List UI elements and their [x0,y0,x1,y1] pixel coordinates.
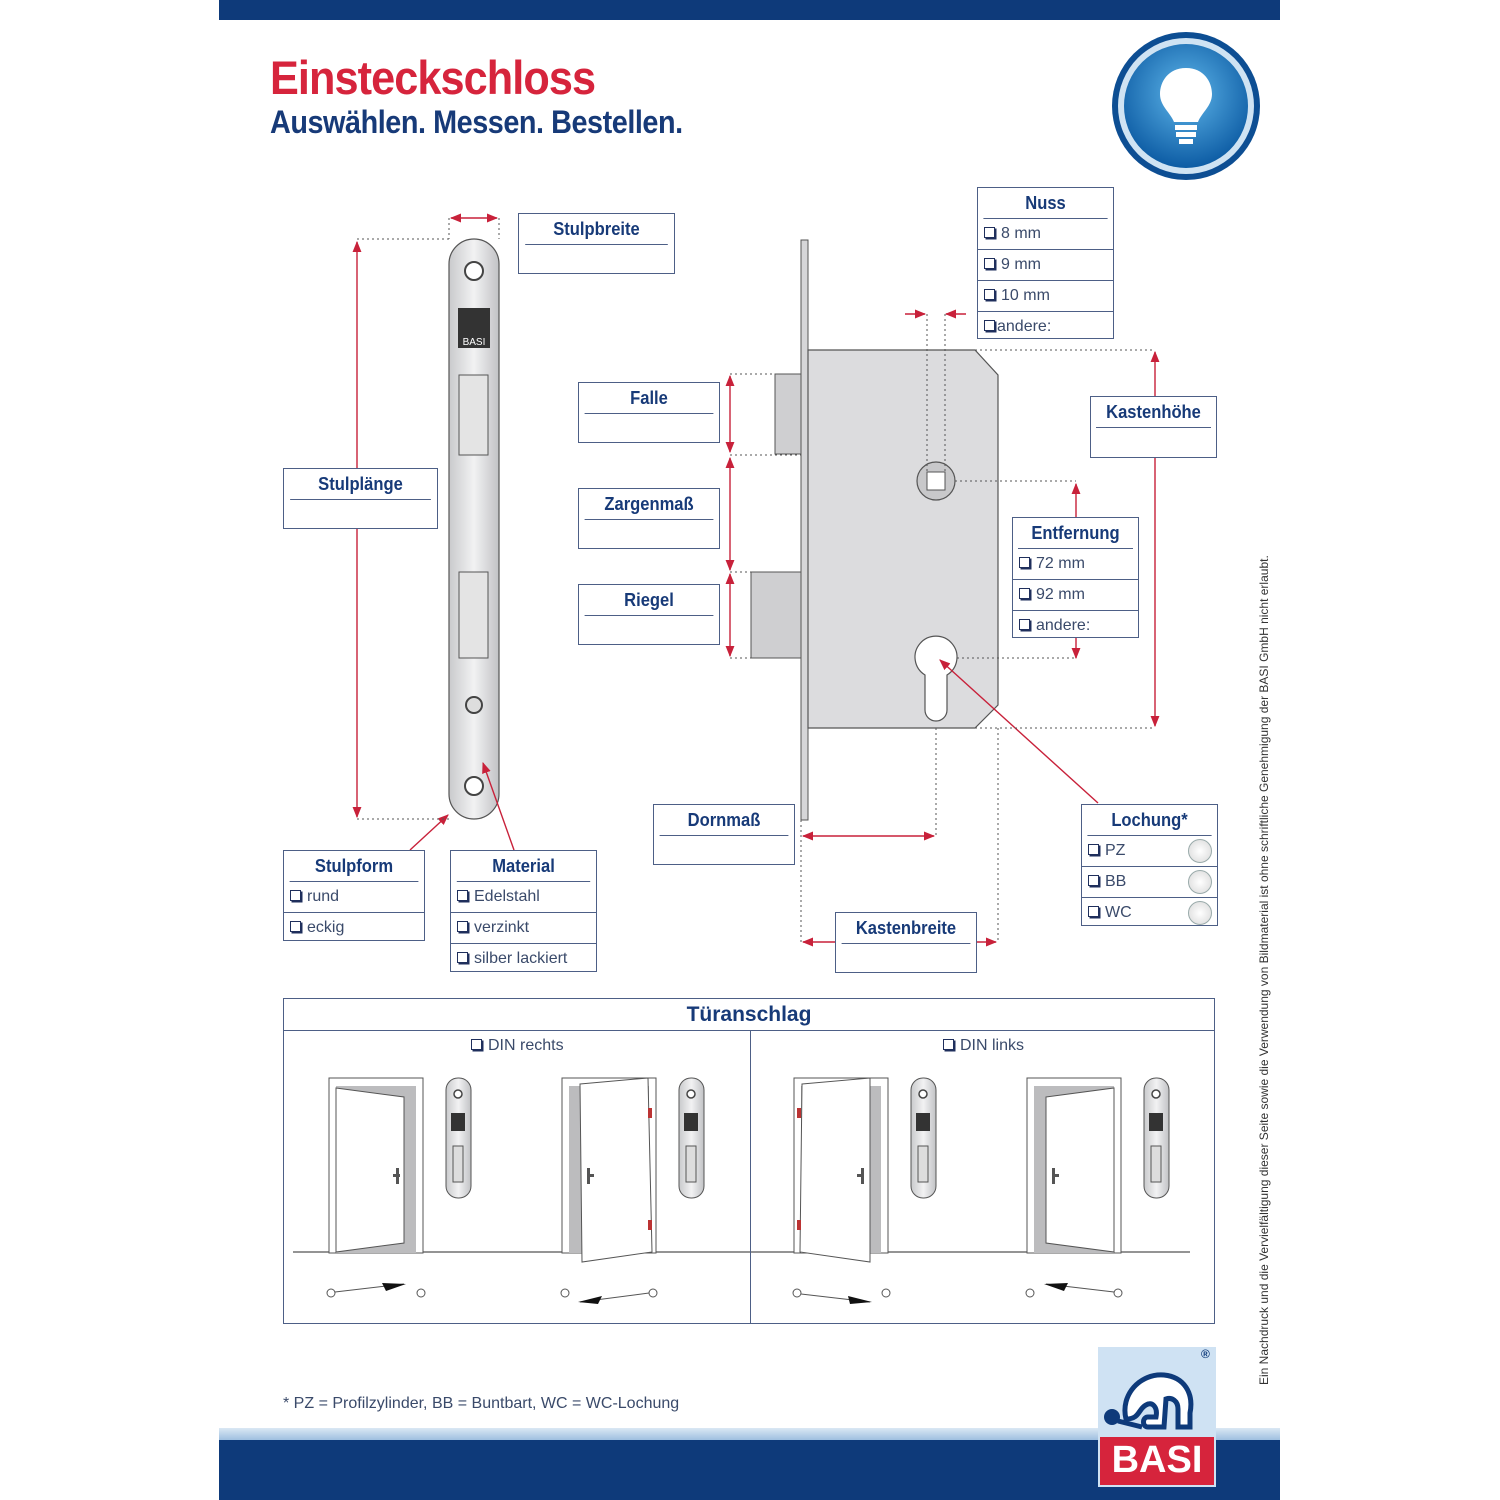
checkbox-icon[interactable] [471,1039,482,1051]
nuss-option[interactable]: 10 mm [978,281,1113,312]
top-bar [219,0,1280,20]
riegel-input[interactable] [579,616,719,646]
stulplaenge-input[interactable] [284,500,437,530]
footnote: * PZ = Profilzylinder, BB = Buntbart, WC… [283,1395,680,1412]
checkbox-icon[interactable] [1088,875,1099,887]
page-title: Einsteckschloss [270,51,596,104]
kastenhoehe-box: Kastenhöhe [1090,396,1217,458]
stulpform-option[interactable]: rund [284,882,424,913]
stulpform-option[interactable]: eckig [284,913,424,943]
stulplaenge-label: Stulplänge [290,469,431,500]
checkbox-icon[interactable] [457,921,468,933]
tueranschlag-panel: Türanschlag [283,998,1215,1324]
bottom-stripe [219,1428,1280,1440]
brand-name: BASI [1111,1439,1203,1481]
zargenmass-box: Zargenmaß [578,488,720,549]
kastenhoehe-label: Kastenhöhe [1096,397,1211,428]
stulpbreite-label: Stulpbreite [525,214,668,245]
lochung-option[interactable]: PZ [1082,836,1217,867]
checkbox-icon[interactable] [984,227,995,239]
page-subtitle: Auswählen. Messen. Bestellen. [270,104,683,140]
stulplaenge-box: Stulplänge [283,468,438,529]
material-title: Material [456,851,591,882]
material-option[interactable]: Edelstahl [451,882,596,913]
material-option[interactable]: silber lackiert [451,944,596,974]
checkbox-icon[interactable] [943,1039,954,1051]
kastenbreite-input[interactable] [836,944,976,974]
lochung-box: Lochung* PZ BB WC [1081,804,1218,926]
entfernung-option[interactable]: andere: [1013,611,1138,641]
nuss-option[interactable]: 8 mm [978,219,1113,250]
nuss-option[interactable]: 9 mm [978,250,1113,281]
registered-mark: ® [1201,1347,1210,1361]
checkbox-icon[interactable] [1019,619,1030,631]
copyright-notice: Ein Nachdruck und die Vervielfältigung d… [1257,555,1271,1385]
din-links-option[interactable]: DIN links [943,1037,1024,1055]
checkbox-icon[interactable] [290,890,301,902]
riegel-label: Riegel [584,585,714,616]
lightbulb-icon [1112,32,1260,180]
door-diagrams [293,1077,1190,1304]
faceplate: BASI [448,238,500,820]
riegel-box: Riegel [578,584,720,645]
entfernung-option[interactable]: 72 mm [1013,549,1138,580]
checkbox-icon[interactable] [984,289,995,301]
dornmass-input[interactable] [654,836,794,866]
checkbox-icon[interactable] [1088,906,1099,918]
checkbox-icon[interactable] [1019,588,1030,600]
tueranschlag-title: Türanschlag [284,999,1214,1031]
profile-cylinder-icon [1188,839,1212,863]
falle-label: Falle [584,383,714,414]
entfernung-box: Entfernung 72 mm 92 mm andere: [1012,517,1139,638]
nuss-option[interactable]: andere: [978,312,1113,342]
entfernung-option[interactable]: 92 mm [1013,580,1138,611]
dornmass-box: Dornmaß [653,804,795,865]
basi-logo: BASI ® [1098,1347,1216,1487]
zargenmass-label: Zargenmaß [584,489,714,520]
checkbox-icon[interactable] [984,258,995,270]
material-option[interactable]: verzinkt [451,913,596,944]
keyhole-icon [1188,870,1212,894]
panel-divider [750,1030,751,1323]
faceplate-logo-text: BASI [463,337,486,348]
stulpform-title: Stulpform [289,851,419,882]
kastenbreite-label: Kastenbreite [841,913,971,944]
stulpbreite-input[interactable] [519,245,674,275]
dornmass-label: Dornmaß [659,805,789,836]
lochung-option[interactable]: WC [1082,898,1217,928]
nuss-title: Nuss [983,188,1108,219]
elephant-icon [1098,1347,1216,1487]
stulpform-box: Stulpform rund eckig [283,850,425,941]
falle-box: Falle [578,382,720,443]
checkbox-icon[interactable] [457,952,468,964]
entfernung-title: Entfernung [1018,518,1133,549]
checkbox-icon[interactable] [1088,844,1099,856]
stulpbreite-box: Stulpbreite [518,213,675,274]
zargenmass-input[interactable] [579,520,719,550]
checkbox-icon[interactable] [290,921,301,933]
falle-input[interactable] [579,414,719,444]
lochung-option[interactable]: BB [1082,867,1217,898]
checkbox-icon[interactable] [1019,557,1030,569]
nuss-box: Nuss 8 mm 9 mm 10 mm andere: [977,187,1114,339]
checkbox-icon[interactable] [984,320,995,332]
wc-lock-icon [1188,901,1212,925]
din-rechts-option[interactable]: DIN rechts [471,1037,564,1055]
kastenhoehe-input[interactable] [1091,428,1216,458]
lock-body [750,239,999,821]
kastenbreite-box: Kastenbreite [835,912,977,973]
material-box: Material Edelstahl verzinkt silber lacki… [450,850,597,972]
checkbox-icon[interactable] [457,890,468,902]
lochung-title: Lochung* [1087,805,1212,836]
